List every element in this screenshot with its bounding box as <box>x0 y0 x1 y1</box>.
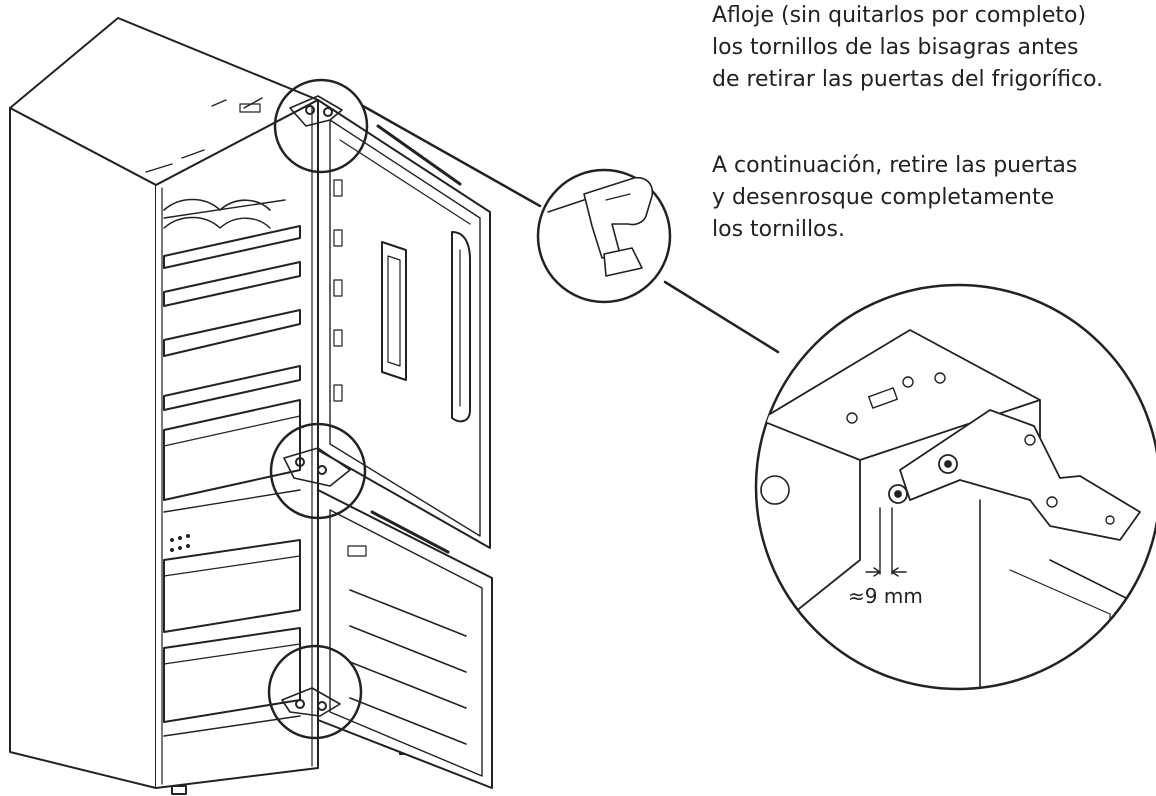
refrigerator-cabinet <box>9 17 413 795</box>
top-hinge-callout <box>273 78 369 174</box>
instruction-line: y desenrosque completamente <box>712 185 1055 210</box>
instruction-line: los tornillos. <box>712 217 845 242</box>
instruction-paragraph-1: Afloje (sin quitarlos por completo) los … <box>712 0 1156 96</box>
lower-door <box>317 489 493 789</box>
instruction-paragraph-2: A continuación, retire las puertas y des… <box>712 150 1077 246</box>
instruction-line: Afloje (sin quitarlos por completo) <box>712 3 1087 28</box>
instruction-line: de retirar las puertas del frigorífico. <box>712 67 1104 92</box>
instruction-line: los tornillos de las bisagras antes <box>712 35 1079 60</box>
bottom-hinge-callout <box>267 644 363 740</box>
hinge-detail-magnified <box>754 283 1156 691</box>
upper-door <box>317 99 491 549</box>
cordless-screwdriver-icon <box>536 168 672 304</box>
dimension-label: ≈9 mm <box>848 584 923 608</box>
instruction-line: A continuación, retire las puertas <box>712 153 1078 178</box>
middle-hinge-callout <box>269 422 367 520</box>
leader-lines <box>361 104 780 354</box>
